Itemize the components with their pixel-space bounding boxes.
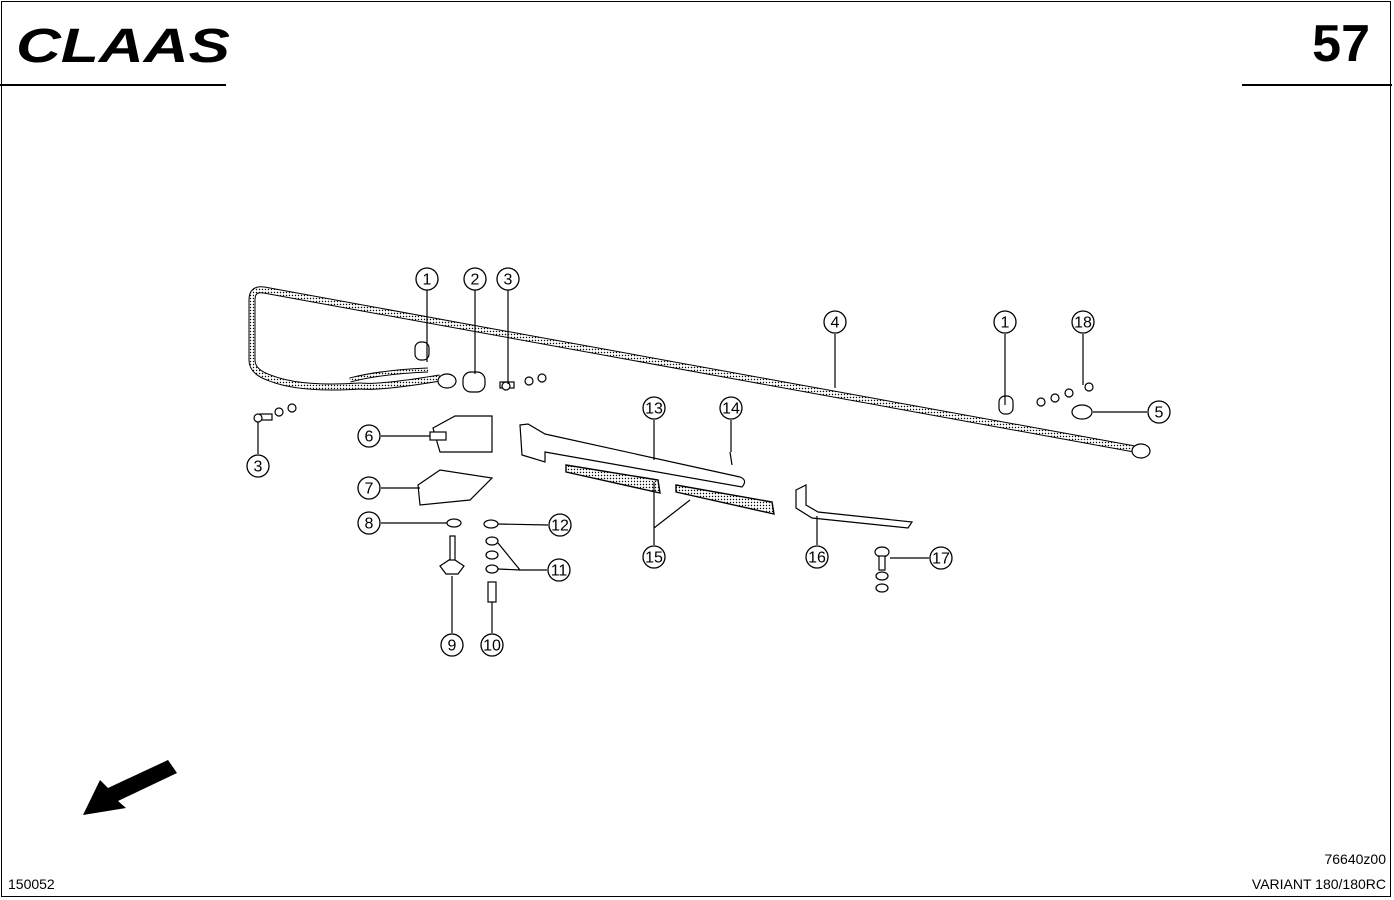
callout-3: 3 [496, 267, 520, 291]
claas-logo: CLAAS [16, 22, 230, 68]
callout-2: 2 [463, 267, 487, 291]
leader-lines [257, 290, 1147, 633]
page-code: 150052 [8, 876, 55, 892]
callout-12: 12 [548, 513, 572, 537]
washer-part [485, 536, 499, 546]
tube-part [519, 423, 746, 488]
callout-labels: 1 2 3 3 4 1 18 5 6 7 8 12 11 9 10 13 14 … [246, 267, 1171, 657]
washer-part [483, 519, 499, 529]
svg-text:1: 1 [1001, 315, 1010, 332]
washer-part [485, 564, 499, 574]
svg-text:15: 15 [645, 550, 663, 567]
svg-text:3: 3 [504, 272, 513, 289]
callout-1: 1 [415, 267, 439, 291]
svg-text:1: 1 [423, 272, 432, 289]
drawing-number: 76640z00 [1324, 851, 1386, 867]
clip-part [998, 395, 1014, 415]
bolt-17-part [874, 546, 890, 593]
svg-text:2: 2 [471, 272, 480, 289]
callout-3-left: 3 [246, 454, 270, 478]
clip-part [414, 341, 430, 361]
callout-6: 6 [357, 424, 381, 448]
svg-text:10: 10 [483, 638, 501, 655]
angle-bracket-part [795, 484, 914, 529]
svg-text:16: 16 [808, 550, 826, 567]
svg-text:8: 8 [365, 516, 374, 533]
direction-arrow-icon [83, 760, 177, 815]
washer-part [485, 550, 499, 560]
svg-text:7: 7 [365, 481, 374, 498]
hose-clamp-part [1071, 404, 1093, 420]
svg-text:14: 14 [722, 401, 740, 418]
svg-text:3: 3 [254, 459, 263, 476]
bolt-part [487, 581, 497, 603]
clamp-part [462, 371, 486, 393]
page-number: 57 [1312, 15, 1370, 73]
svg-text:5: 5 [1155, 405, 1164, 422]
callout-5: 5 [1147, 400, 1171, 424]
model-name: VARIANT 180/180RC [1251, 876, 1386, 892]
svg-text:13: 13 [645, 401, 663, 418]
rod-end-knob-left [437, 373, 457, 389]
rod-assembly [248, 286, 1151, 459]
callout-7: 7 [357, 476, 381, 500]
svg-text:12: 12 [551, 518, 569, 535]
header-rule-left [0, 84, 226, 86]
fasteners-18 [1036, 382, 1094, 407]
svg-text:6: 6 [365, 429, 374, 446]
fasteners-3-right [499, 373, 547, 391]
callout-15: 15 [642, 545, 666, 569]
bracket-part [417, 469, 494, 506]
callout-9: 9 [440, 633, 464, 657]
callout-4: 4 [823, 310, 847, 334]
callout-8: 8 [357, 511, 381, 535]
svg-text:4: 4 [831, 315, 840, 332]
washer-part [446, 518, 462, 528]
callout-1-right: 1 [993, 310, 1017, 334]
svg-text:11: 11 [551, 563, 568, 580]
svg-text:9: 9 [448, 638, 457, 655]
callout-10: 10 [480, 633, 504, 657]
callout-11: 11 [547, 558, 571, 582]
callout-13: 13 [642, 396, 666, 420]
springs-part [565, 464, 775, 515]
callout-16: 16 [805, 545, 829, 569]
bracket-plate-part [432, 415, 493, 453]
svg-text:CLAAS: CLAAS [16, 22, 230, 68]
svg-text:18: 18 [1074, 315, 1092, 332]
fasteners-3-left [253, 403, 297, 423]
header-rule-right [1242, 84, 1392, 86]
rod-end-knob [1131, 443, 1151, 459]
svg-text:17: 17 [932, 551, 950, 568]
callout-18: 18 [1071, 310, 1095, 334]
callout-17: 17 [929, 546, 953, 570]
callout-14: 14 [719, 396, 743, 420]
